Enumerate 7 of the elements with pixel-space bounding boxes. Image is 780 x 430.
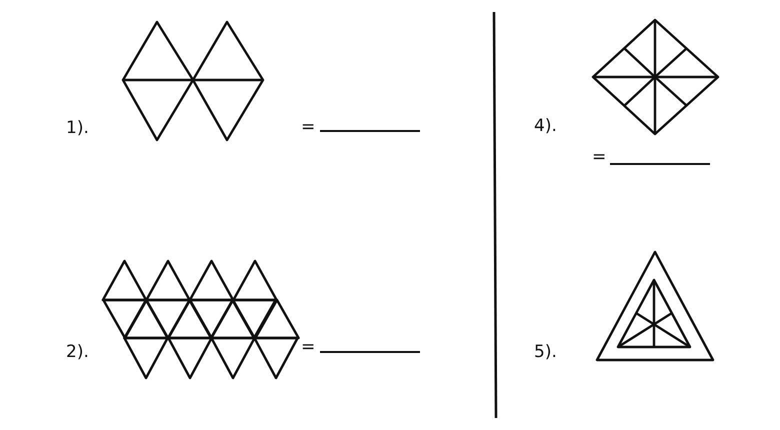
question-number: 1).: [66, 118, 89, 138]
question-number: 4).: [534, 116, 557, 136]
question-number: 5).: [534, 342, 557, 362]
equals-sign: =: [301, 117, 316, 137]
equals-sign: =: [592, 147, 606, 167]
question-number: 2).: [66, 342, 89, 362]
equals-sign: =: [301, 337, 316, 357]
